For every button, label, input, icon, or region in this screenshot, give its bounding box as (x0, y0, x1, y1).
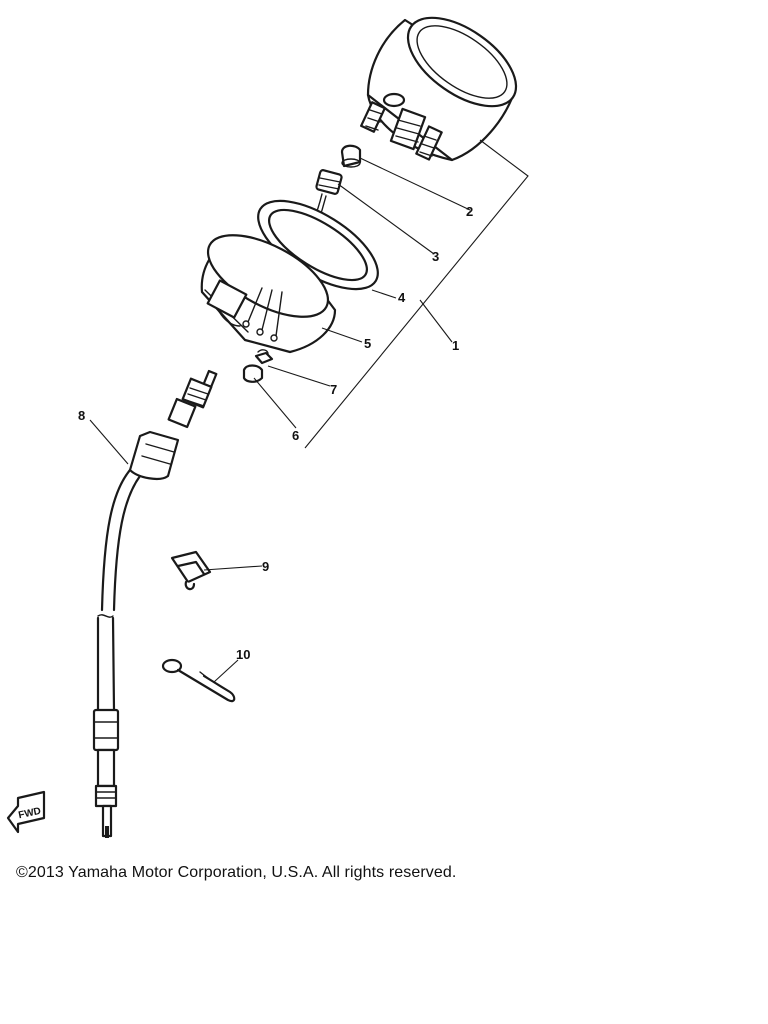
callout-8: 8 (78, 408, 85, 423)
fwd-arrow-icon: FWD (6, 790, 46, 834)
callout-3: 3 (432, 249, 439, 264)
bulb (340, 144, 362, 168)
callout-9: 9 (262, 559, 269, 574)
exploded-parts-diagram: FWD 2 3 4 1 5 7 6 8 9 10 (6, 16, 529, 838)
copyright-notice: ©2013 Yamaha Motor Corporation, U.S.A. A… (16, 864, 457, 881)
fwd-label: FWD (17, 806, 42, 821)
callout-6: 6 (292, 428, 299, 443)
callout-7: 7 (330, 382, 337, 397)
callout-4: 4 (398, 290, 406, 305)
bottom-cover (200, 234, 337, 354)
speedometer-housing (360, 16, 518, 162)
cable-clamp (170, 550, 212, 591)
washer-and-nut (242, 349, 274, 383)
callout-numbers: 2 3 4 1 5 7 6 8 9 10 (78, 204, 473, 662)
wire-clip (161, 658, 236, 703)
callout-5: 5 (364, 336, 371, 351)
callout-10: 10 (236, 647, 250, 662)
leader-lines (89, 139, 529, 683)
callout-1: 1 (452, 338, 459, 353)
callout-2: 2 (466, 204, 473, 219)
speedometer-cable (92, 369, 218, 838)
